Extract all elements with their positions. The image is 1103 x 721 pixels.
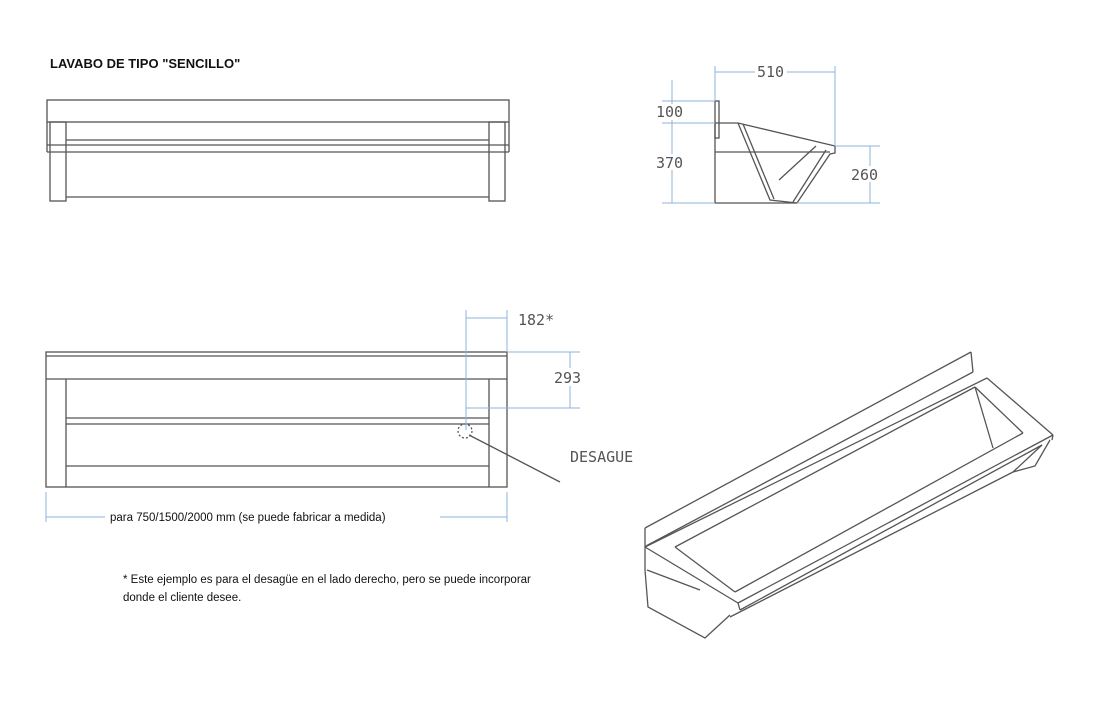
side-view: 510 100 370 260 bbox=[655, 63, 884, 204]
footnote-line-2: donde el cliente desee. bbox=[123, 592, 241, 604]
height-dimension: 370 bbox=[656, 154, 683, 172]
drawing-title: LAVABO DE TIPO "SENCILLO" bbox=[50, 56, 240, 71]
drain-height-dimension: 293 bbox=[554, 369, 581, 387]
width-dimension: 510 bbox=[757, 63, 784, 81]
drain-offset-dimension: 182* bbox=[518, 311, 554, 329]
top-view bbox=[46, 99, 510, 202]
length-note: para 750/1500/2000 mm (se puede fabricar… bbox=[110, 512, 386, 524]
front-height-dimension: 260 bbox=[851, 166, 878, 184]
backsplash-dimension: 100 bbox=[656, 103, 683, 121]
footnote-line-1: * Este ejemplo es para el desagüe en el … bbox=[123, 574, 531, 586]
front-view: 182* 293 DESAGUE para 750/1500/2000 mm (… bbox=[45, 310, 633, 524]
isometric-view bbox=[644, 351, 1054, 639]
drain-circle bbox=[457, 423, 473, 439]
drain-label: DESAGUE bbox=[570, 448, 633, 466]
